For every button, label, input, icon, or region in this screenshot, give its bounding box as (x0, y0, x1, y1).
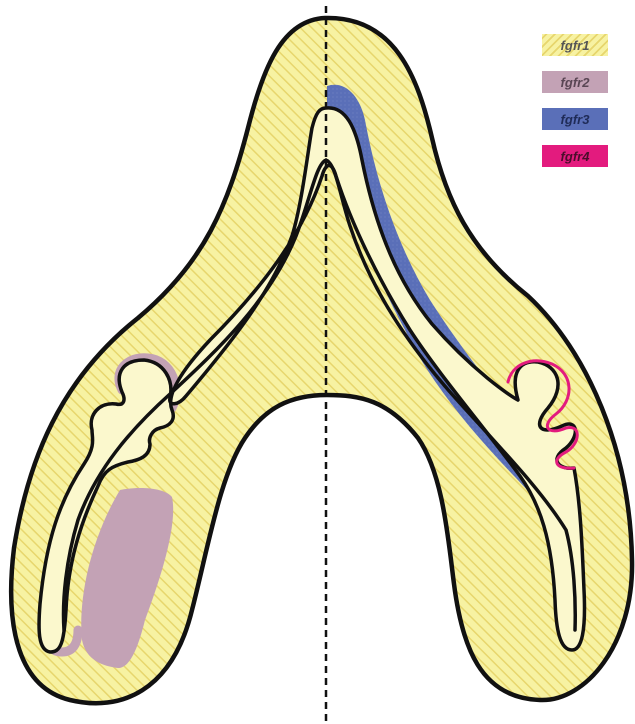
legend-label-fgfr1: fgfr1 (561, 38, 590, 53)
legend-label-fgfr4: fgfr4 (561, 149, 590, 164)
legend-item-fgfr4: fgfr4 (542, 145, 608, 167)
legend-item-fgfr2: fgfr2 (542, 71, 608, 93)
legend-item-fgfr3: fgfr3 (542, 108, 608, 130)
legend-label-fgfr3: fgfr3 (561, 112, 590, 127)
legend: fgfr1 fgfr2 fgfr3 fgfr4 (542, 34, 608, 182)
legend-label-fgfr2: fgfr2 (561, 75, 590, 90)
legend-item-fgfr1: fgfr1 (542, 34, 608, 56)
